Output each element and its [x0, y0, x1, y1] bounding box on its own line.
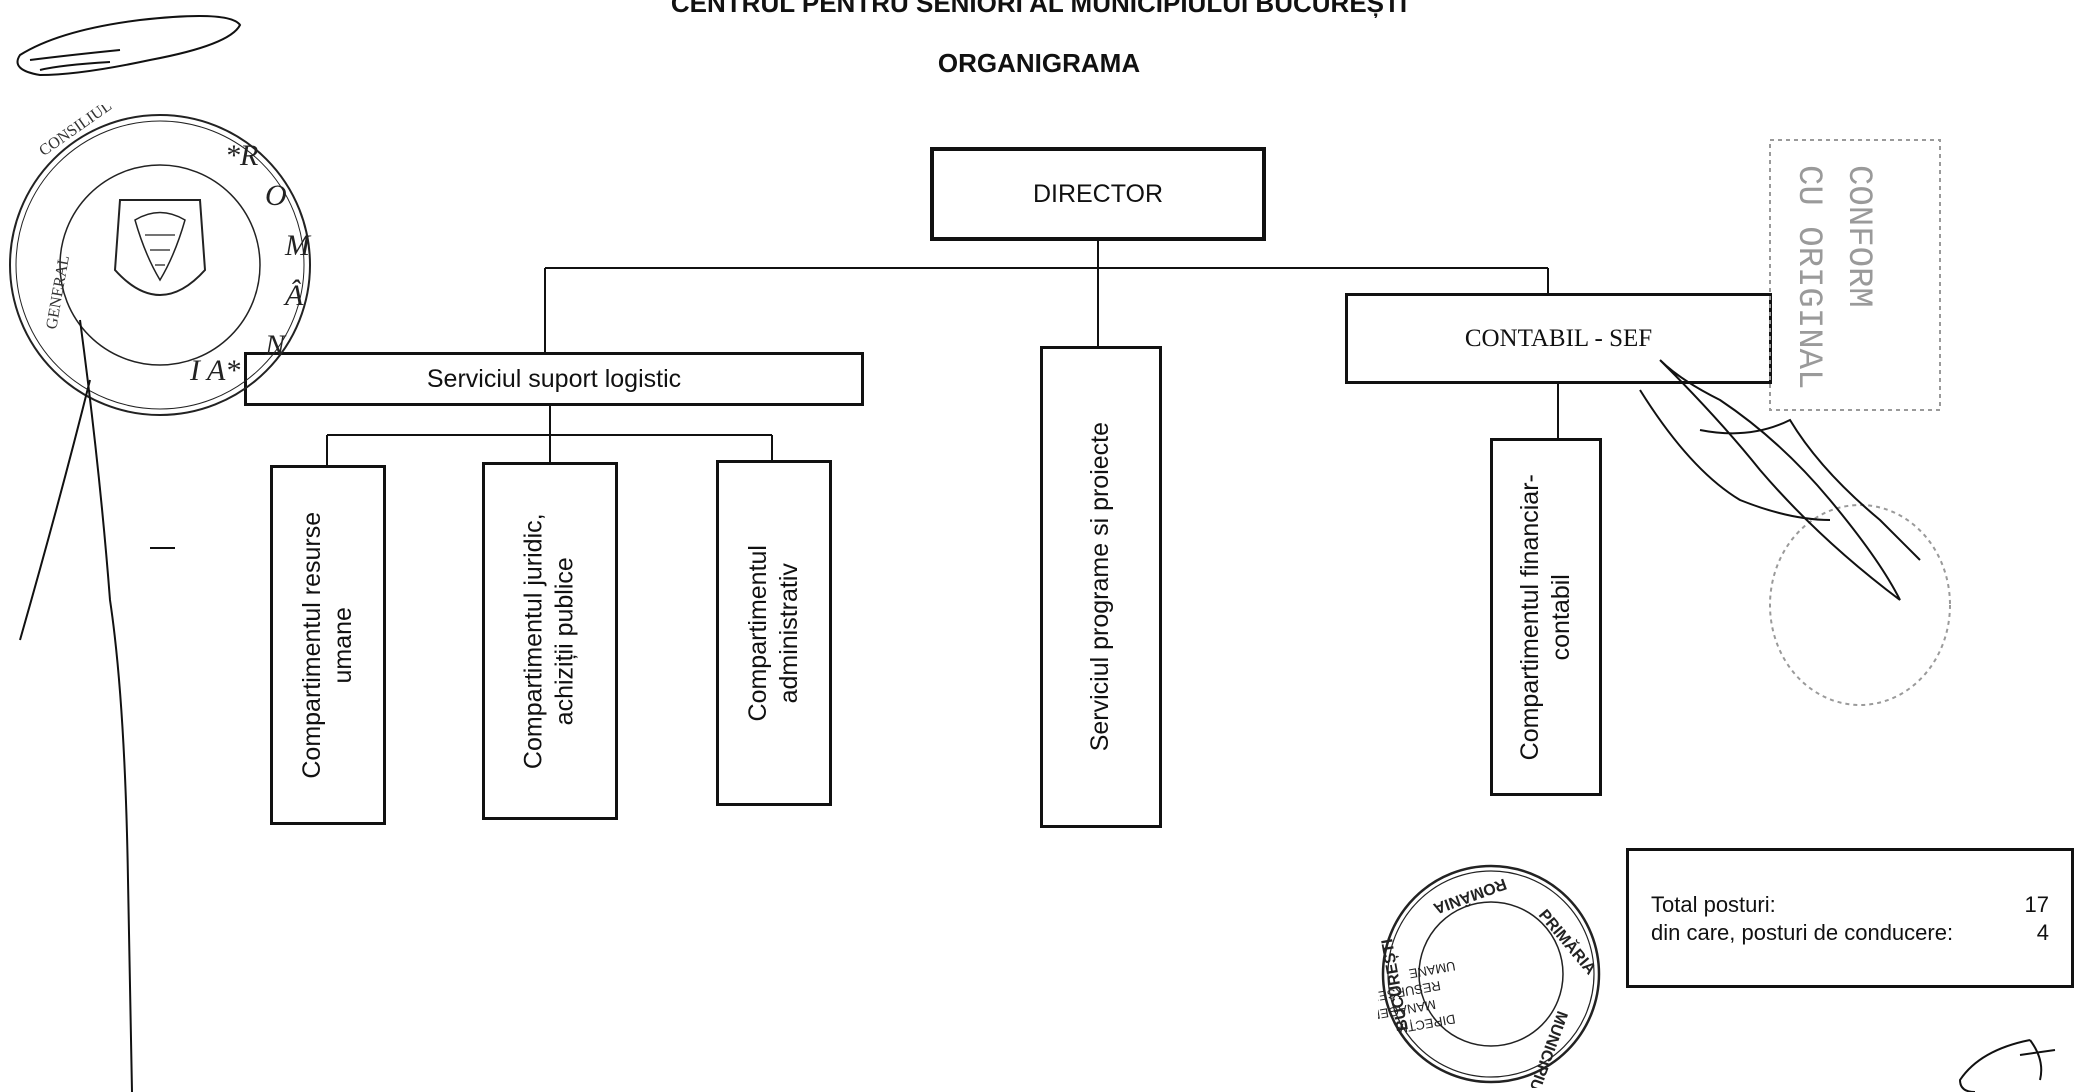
summary-box: Total posturi: 17 din care, posturi de c… — [1626, 848, 2074, 988]
svg-text:I A*: I A* — [189, 354, 240, 387]
summary-conducere-label: din care, posturi de conducere: — [1651, 919, 1954, 945]
faded-stamp: CU ORIGINAL CONFORM — [1769, 139, 1951, 706]
summary-conducere-row: din care, posturi de conducere: 4 — [1651, 919, 2049, 947]
serviciu-logistic-label: Serviciul suport logistic — [426, 365, 682, 393]
institution-title: CENTRUL PENTRU SENIORI AL MUNICIPIULUI B… — [670, 0, 1408, 18]
svg-text:Â: Â — [283, 279, 304, 312]
comp-administrativ-box: Compartimentul administrativ — [716, 460, 832, 806]
svg-text:*R: *R — [225, 139, 258, 172]
contabil-sef-box: CONTABIL - SEF — [1345, 293, 1772, 384]
comp-resurse-box: Compartimentul resurse umane — [270, 465, 386, 825]
summary-conducere-value: 4 — [2036, 919, 2049, 945]
director-label: DIRECTOR — [1032, 180, 1164, 208]
summary-total-value: 17 — [2024, 892, 2049, 917]
summary-total-label: Total posturi: — [1651, 892, 1776, 917]
left-seal-stamp: *R O M Â N I A* CONSILIUL GENERAL — [9, 105, 312, 416]
comp-financiar-box: Compartimentul financiar- contabil — [1490, 438, 1602, 796]
serviciu-logistic-box: Serviciul suport logistic — [244, 352, 864, 406]
comp-juridic-box: Compartimentul juridic, achiziții public… — [482, 462, 618, 820]
svg-text:O: O — [265, 179, 287, 212]
svg-text:CU ORIGINAL: CU ORIGINAL — [1789, 165, 1827, 389]
svg-text:M: M — [284, 229, 312, 262]
director-box: DIRECTOR — [930, 147, 1266, 241]
contabil-sef-label: CONTABIL - SEF — [1464, 324, 1653, 352]
serviciu-programe-box: Serviciul programe si proiecte — [1040, 346, 1162, 828]
svg-text:CONFORM: CONFORM — [1839, 165, 1877, 308]
right-seal-stamp: ROMÂNIA PRIMĂRIA MUNICIPIULUI BUCUREȘTI … — [1378, 864, 1601, 1088]
svg-text:N: N — [264, 329, 287, 362]
summary-total-row: Total posturi: 17 — [1651, 891, 2049, 919]
page-title: ORGANIGRAMA — [937, 48, 1141, 78]
